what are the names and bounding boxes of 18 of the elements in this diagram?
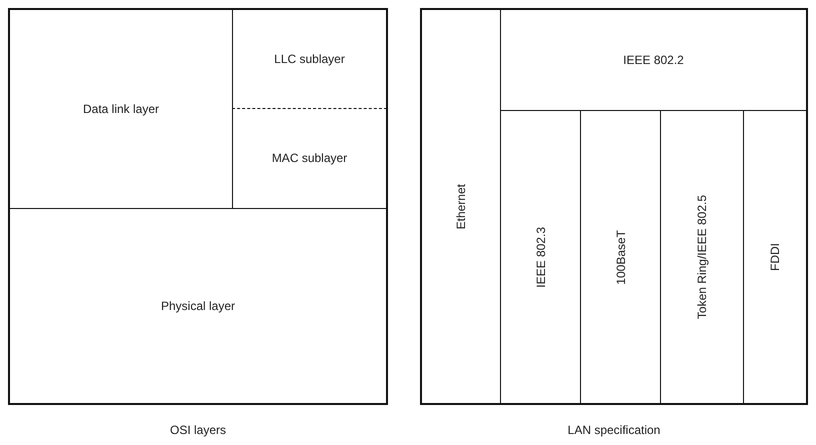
layer-label: Ethernet: [454, 184, 468, 230]
layer-label: Token Ring/IEEE 802.5: [695, 194, 709, 320]
layer-label: MAC sublayer: [272, 151, 348, 165]
panel-caption: LAN specification: [568, 423, 660, 437]
layer-cell: [500, 9, 807, 111]
layer-label: 100BaseT: [614, 230, 628, 284]
layer-label: Data link layer: [82, 102, 160, 116]
layer-label: IEEE 802.2: [623, 53, 684, 67]
layer-cell: [9, 208, 387, 404]
layer-label: IEEE 802.3: [534, 226, 548, 288]
layer-cell: [743, 110, 807, 404]
layer-cell: [9, 9, 233, 209]
layer-cell: [421, 9, 501, 404]
layer-label: FDDI: [768, 243, 782, 271]
panel-caption: OSI layers: [170, 423, 226, 437]
layer-cell: [232, 9, 387, 109]
layer-label: Physical layer: [160, 299, 236, 313]
layer-label: LLC sublayer: [274, 52, 345, 66]
